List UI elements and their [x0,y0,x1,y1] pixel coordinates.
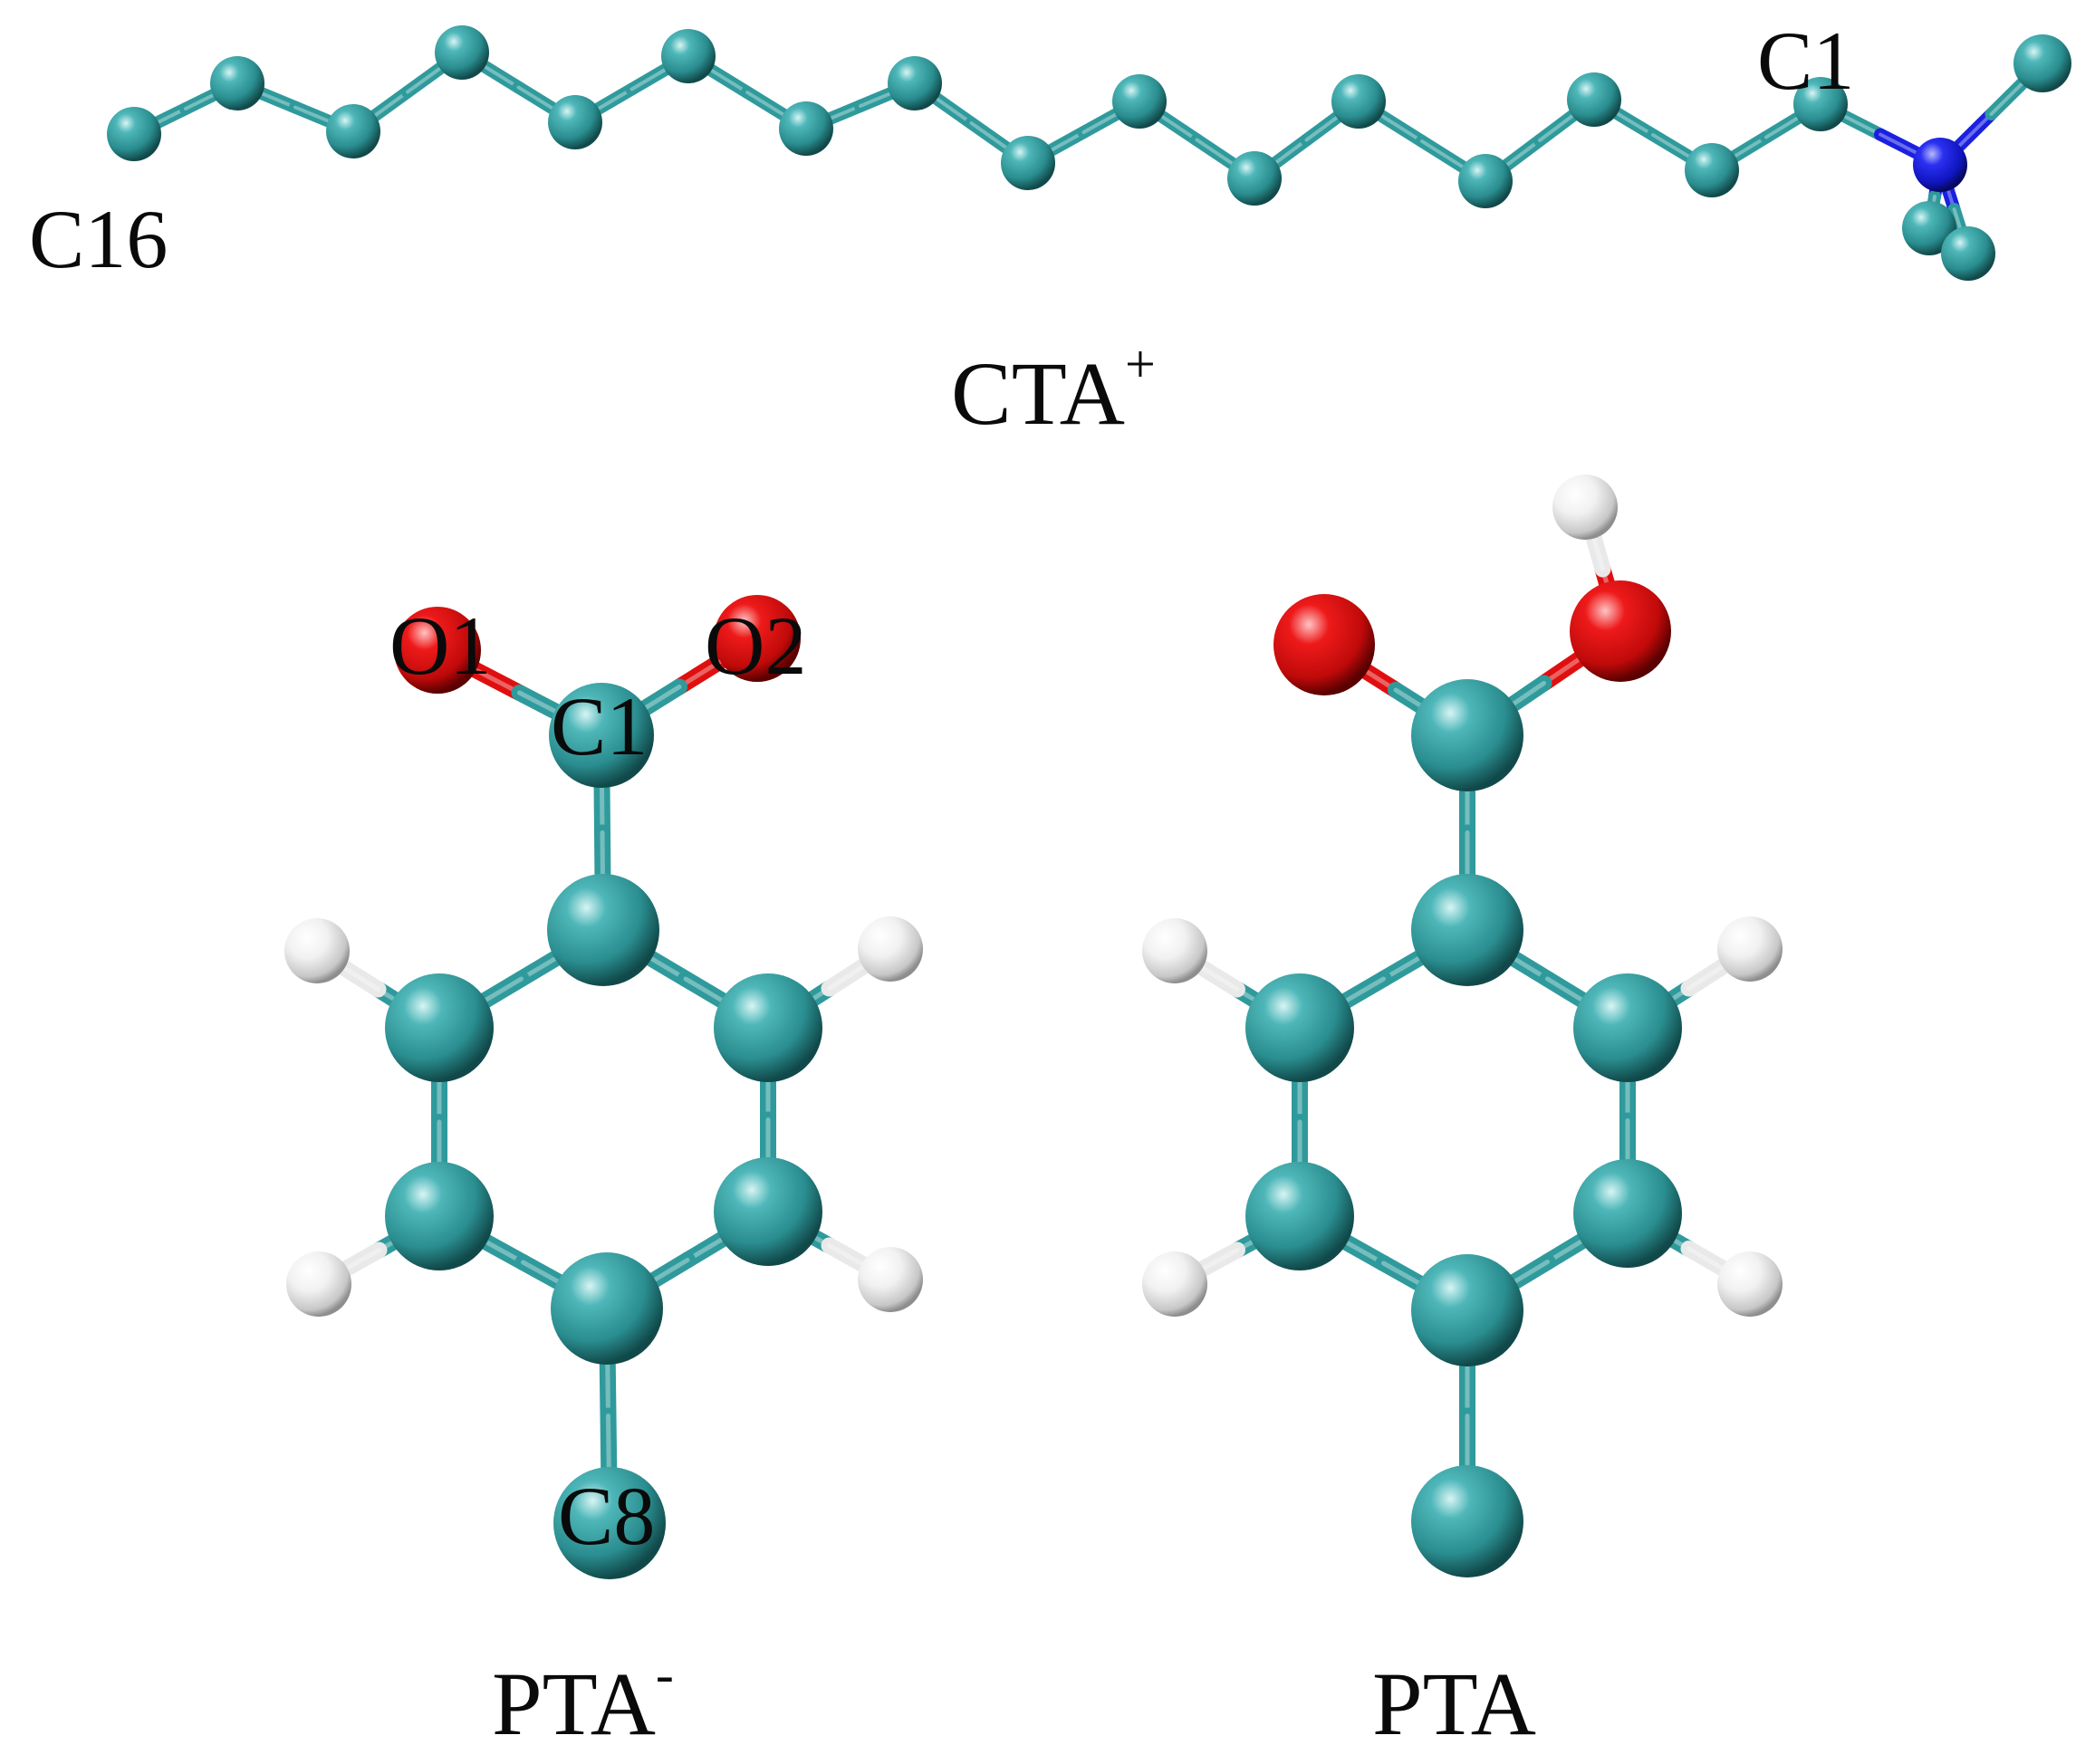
cta-atom-9 [1112,74,1167,129]
pta-neutral-atom-2 [1411,679,1523,791]
pta-neutral-atom-3 [1411,874,1523,986]
cta-atom-14 [1685,143,1739,197]
pta-anion-atom-9 [553,1467,666,1579]
pta-anion-caption: PTA- [492,1644,674,1754]
pta-neutral-atom-1 [1570,580,1671,682]
pta-anion-atom-12 [286,1251,351,1317]
cta-atom-12 [1458,154,1513,208]
cta-caption-text: CTA [951,343,1125,444]
pta-anion-atom-6 [385,1162,494,1270]
pta-neutral-atom-7 [1573,1159,1682,1268]
pta-anion-atom-5 [714,973,822,1082]
pta-anion-atom-2 [549,683,654,788]
cta-label-c1: C1 [1757,14,1854,107]
cta-atom-16 [1913,138,1967,192]
pta-anion-caption-text: PTA [492,1654,656,1754]
pta-anion-atom-4 [385,973,494,1082]
pta-anion-atom-7 [714,1157,822,1266]
cta-caption-charge: + [1125,334,1156,394]
cta-atom-11 [1331,74,1386,129]
pta-anion-caption-charge: - [656,1644,674,1704]
cta-atom-6 [779,101,833,156]
cta-atom-17 [2013,34,2071,92]
cta-caption: CTA+ [951,334,1156,444]
cta-atom-4 [548,95,602,149]
cta-atom-0 [107,107,161,161]
pta-neutral-caption: PTA [1372,1654,1536,1754]
pta-neutral-atom-12 [1717,916,1783,982]
cta-label-c16: C16 [29,193,168,285]
cta-atom-10 [1227,151,1282,206]
cta-atom-3 [435,25,489,80]
pta-anion-atom-8 [551,1252,663,1365]
pta-neutral-atom-0 [1273,594,1375,695]
pta-neutral-atom-6 [1245,1162,1354,1270]
cta-atom-15 [1793,77,1848,131]
pta-neutral-atom-9 [1411,1465,1523,1577]
pta-anion-atom-3 [547,874,659,986]
pta-anion-label-o1: O1 [389,599,491,692]
cta-atom-18 [1902,201,1956,255]
pta-neutral-atom-5 [1573,973,1682,1082]
cta-atom-7 [888,56,942,110]
pta-neutral-atom-10 [1552,475,1618,540]
cta-atom-19 [1941,226,1995,281]
cta-atom-2 [326,104,380,158]
pta-neutral-atom-14 [1717,1251,1783,1317]
cta-atom-1 [210,56,264,110]
pta-anion-atom-10 [284,918,350,983]
cta-atom-13 [1567,72,1621,127]
pta-neutral-atom-8 [1411,1254,1523,1366]
pta-anion-label-c8: C8 [558,1470,655,1562]
pta-anion-atom-11 [858,916,923,982]
pta-anion-atom-0 [394,607,481,694]
cta-atom-8 [1001,136,1055,190]
pta-neutral-atom-4 [1245,973,1354,1082]
pta-neutral-atom-13 [1142,1251,1207,1317]
pta-anion-label-c1: C1 [551,680,648,772]
pta-neutral-atom-11 [1142,918,1207,983]
cta-atom-5 [661,29,716,83]
pta-anion-atom-1 [714,595,801,682]
pta-anion-label-o2: O2 [705,599,806,692]
atoms-layer [107,25,2071,1579]
pta-anion-atom-13 [858,1247,923,1312]
